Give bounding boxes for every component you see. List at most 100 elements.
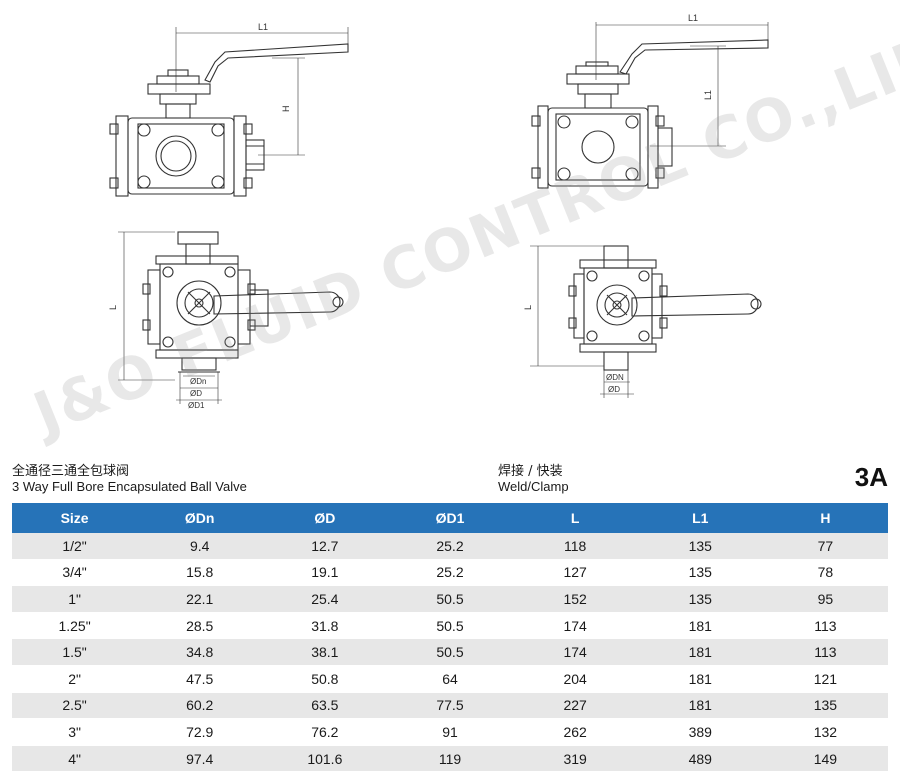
cell-d: 31.8: [262, 612, 388, 640]
cell-d: 19.1: [262, 559, 388, 587]
cell-dn: 72.9: [137, 718, 263, 746]
cell-h: 135: [762, 692, 888, 720]
label-l-left: L: [108, 305, 118, 310]
cell-size: 1.25": [12, 612, 138, 640]
cell-d1: 50.5: [387, 612, 513, 640]
front-view-right: [531, 22, 769, 189]
cell-l: 262: [512, 718, 638, 746]
cell-d1: 25.2: [387, 559, 513, 587]
cell-d: 25.4: [262, 585, 388, 613]
model-code: 3A: [854, 462, 888, 492]
cell-d: 101.6: [262, 745, 388, 772]
col-header-h: H: [762, 503, 888, 533]
cell-dn: 60.2: [137, 692, 263, 720]
cell-l1: 181: [637, 612, 763, 640]
cell-l: 174: [512, 612, 638, 640]
cell-h: 121: [762, 665, 888, 693]
cell-dn: 34.8: [137, 638, 263, 666]
cell-d: 63.5: [262, 692, 388, 720]
col-header-d1: ØD1: [387, 503, 513, 533]
technical-drawings: L1 H L1 L1 L L ØDn ØD ØD1 ØDN ØD: [108, 13, 769, 410]
cell-l1: 181: [637, 692, 763, 720]
cell-l: 319: [512, 745, 638, 772]
cell-d: 38.1: [262, 638, 388, 666]
cell-size: 1/2": [12, 533, 138, 560]
cell-d1: 119: [387, 745, 513, 772]
cell-size: 2": [12, 665, 138, 693]
cell-l1: 135: [637, 559, 763, 587]
col-header-size: Size: [12, 503, 138, 533]
cell-dn: 28.5: [137, 612, 263, 640]
label-l1-vertical: L1: [703, 90, 713, 100]
cell-size: 3": [12, 718, 138, 746]
plan-view-right: [530, 245, 762, 398]
caption-right-en: Weld/Clamp: [498, 479, 569, 494]
label-dn: ØDn: [190, 377, 206, 386]
cell-h: 78: [762, 559, 888, 587]
table-header-row: Size ØDn ØD ØD1 L L1 H: [12, 503, 888, 533]
cell-d1: 50.5: [387, 585, 513, 613]
caption-right-cn: 焊接 / 快装: [498, 464, 563, 479]
caption-left: 全通径三通全包球阀 3 Way Full Bore Encapsulated B…: [12, 464, 247, 494]
cell-l: 118: [512, 533, 638, 560]
cell-l1: 135: [637, 585, 763, 613]
cell-l1: 489: [637, 745, 763, 772]
caption-left-en: 3 Way Full Bore Encapsulated Ball Valve: [12, 479, 247, 494]
cell-l: 174: [512, 638, 638, 666]
cell-l: 204: [512, 665, 638, 693]
label-l1-right: L1: [688, 13, 698, 23]
cell-d1: 25.2: [387, 533, 513, 560]
cell-l1: 181: [637, 665, 763, 693]
front-view-left: [109, 27, 349, 197]
caption-left-cn: 全通径三通全包球阀: [12, 464, 130, 479]
label-d1: ØD1: [188, 401, 205, 410]
cell-h: 113: [762, 638, 888, 666]
cell-size: 3/4": [12, 559, 138, 587]
cell-dn: 15.8: [137, 559, 263, 587]
label-h: H: [281, 106, 291, 113]
cell-d: 76.2: [262, 718, 388, 746]
cell-d1: 50.5: [387, 638, 513, 666]
cell-d: 12.7: [262, 533, 388, 560]
cell-h: 132: [762, 718, 888, 746]
cell-l: 227: [512, 692, 638, 720]
cell-h: 77: [762, 533, 888, 560]
cell-l1: 135: [637, 533, 763, 560]
cell-d: 50.8: [262, 665, 388, 693]
cell-dn: 9.4: [137, 533, 263, 560]
cell-h: 113: [762, 612, 888, 640]
label-l-right: L: [523, 305, 533, 310]
col-header-dn: ØDn: [137, 503, 263, 533]
cell-l: 152: [512, 585, 638, 613]
cell-dn: 22.1: [137, 585, 263, 613]
caption-right: 焊接 / 快装 Weld/Clamp: [498, 464, 569, 494]
cell-dn: 97.4: [137, 745, 263, 772]
col-header-l: L: [512, 503, 638, 533]
label-l1-left: L1: [258, 22, 268, 32]
cell-l1: 181: [637, 638, 763, 666]
cell-size: 2.5": [12, 692, 138, 720]
cell-h: 95: [762, 585, 888, 613]
cell-d1: 91: [387, 718, 513, 746]
cell-h: 149: [762, 745, 888, 772]
cell-size: 1.5": [12, 638, 138, 666]
cell-size: 1": [12, 585, 138, 613]
label-d-right: ØD: [608, 385, 620, 394]
cell-size: 4": [12, 745, 138, 772]
label-d: ØD: [190, 389, 202, 398]
cell-l1: 389: [637, 718, 763, 746]
plan-view-left: [118, 231, 344, 404]
label-dn-alt: ØDN: [606, 373, 624, 382]
cell-l: 127: [512, 559, 638, 587]
